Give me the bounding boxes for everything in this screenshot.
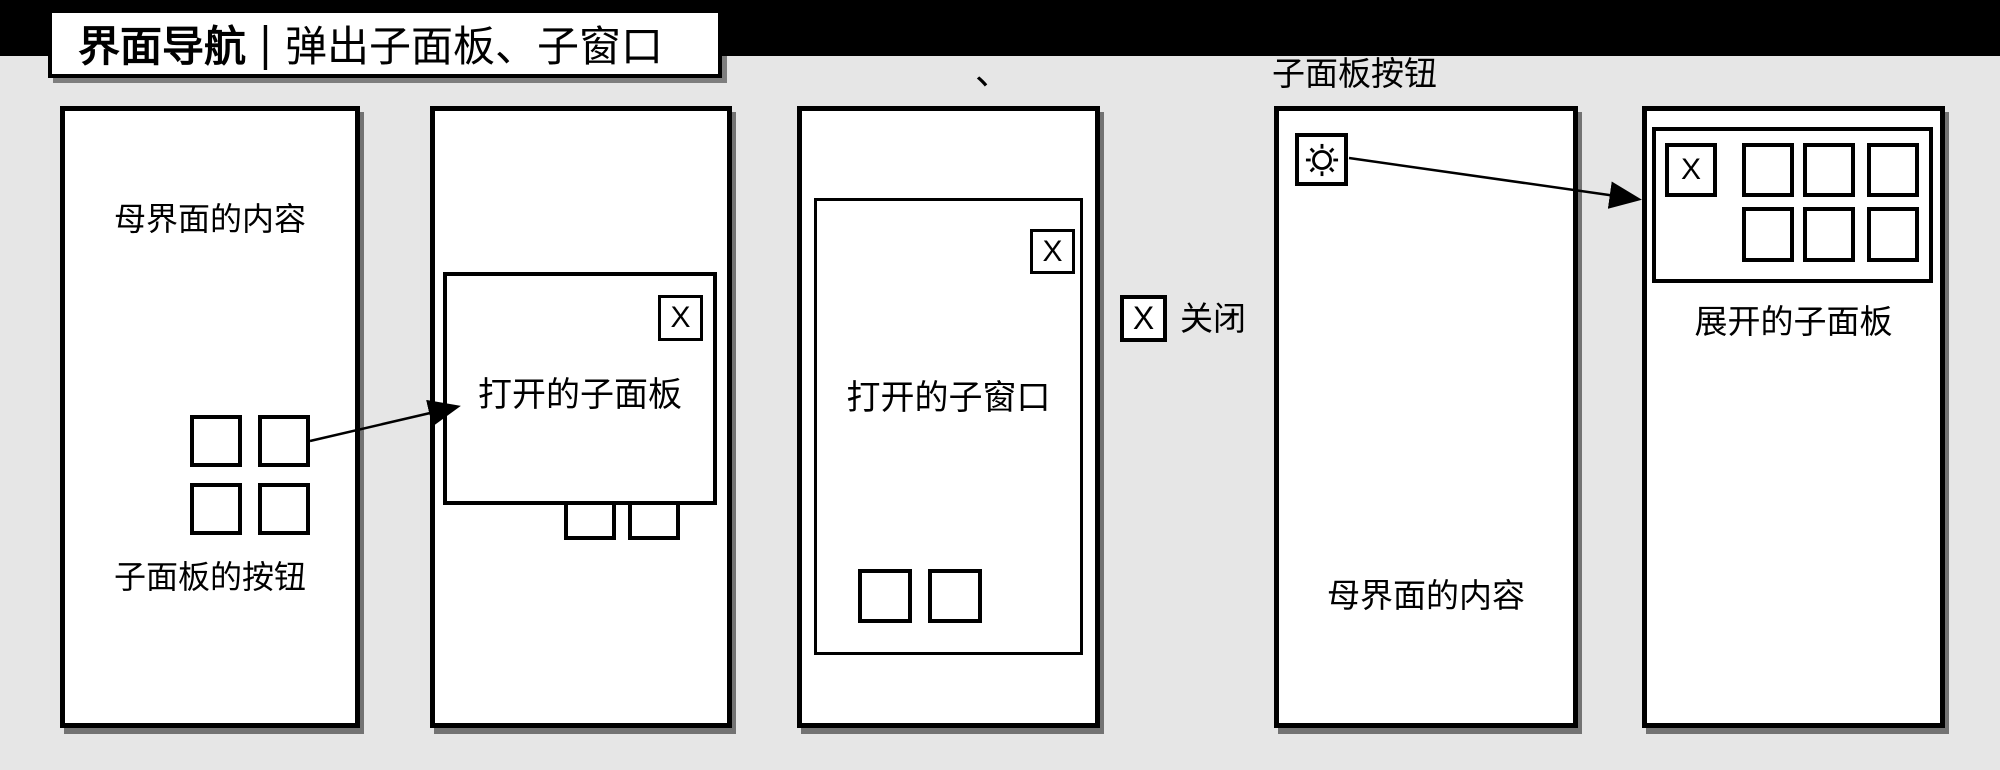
subpanel-popup: X 打开的子面板 xyxy=(443,272,717,505)
subpanel-buttons-caption: 子面板的按钮 xyxy=(113,559,306,595)
title-separator: | xyxy=(260,15,271,70)
expanded-panel-close-x: X xyxy=(1680,153,1701,186)
title-box: 界面导航 | 弹出子面板、子窗口 xyxy=(48,9,722,78)
subpanel-grid-button-4[interactable] xyxy=(258,483,310,535)
subpanel-grid-button-3[interactable] xyxy=(190,483,242,535)
panel-grid-button-2[interactable] xyxy=(1803,143,1855,197)
phone-frame-panel-button: 母界面的内容 xyxy=(1274,106,1578,728)
subwindow-button-1[interactable] xyxy=(858,569,912,623)
expanded-panel-close-button[interactable]: X xyxy=(1665,143,1717,197)
parent-content-label: 母界面的内容 xyxy=(113,201,306,237)
close-legend-x: X xyxy=(1132,300,1155,336)
subwindow-close-x: X xyxy=(1042,234,1063,268)
subpanel-grid-button-2[interactable] xyxy=(258,415,310,467)
close-legend-x-box: X xyxy=(1120,295,1167,342)
subpanel-grid-button-1[interactable] xyxy=(190,415,242,467)
expanded-panel: X xyxy=(1652,127,1933,283)
page-subtitle: 弹出子面板、子窗口 xyxy=(284,23,663,70)
page-title: 界面导航 xyxy=(78,23,247,70)
panel-grid-button-1[interactable] xyxy=(1742,143,1794,197)
panel-grid-button-4[interactable] xyxy=(1742,207,1794,262)
subpanel-close-x: X xyxy=(670,301,691,334)
phone-frame-parent-screen: 母界面的内容 子面板的按钮 xyxy=(60,106,360,728)
stray-comma-annotation: 、 xyxy=(975,51,1012,92)
expanded-panel-caption: 展开的子面板 xyxy=(1694,303,1893,340)
panel-toggle-button[interactable] xyxy=(1295,133,1348,186)
subpanel-button-annotation: 子面板按钮 xyxy=(1272,55,1437,92)
panel-grid-button-5[interactable] xyxy=(1803,207,1855,262)
subpanel-close-button[interactable]: X xyxy=(658,295,703,341)
phone-frame-subpanel-open: X 打开的子面板 xyxy=(430,106,732,728)
subwindow-title: 打开的子窗口 xyxy=(846,379,1051,417)
subwindow-close-button[interactable]: X xyxy=(1030,229,1075,274)
subwindow-button-2[interactable] xyxy=(928,569,982,623)
gear-icon xyxy=(1305,143,1338,176)
parent-content-label-2: 母界面的内容 xyxy=(1327,577,1525,614)
subpanel-title: 打开的子面板 xyxy=(478,376,682,414)
panel-grid-button-3[interactable] xyxy=(1867,143,1919,197)
panel-grid-button-6[interactable] xyxy=(1867,207,1919,262)
phone-frame-panel-expanded: X 展开的子面板 xyxy=(1642,106,1945,728)
phone-frame-subwindow-open: X 打开的子窗口 xyxy=(797,106,1100,728)
subwindow: X 打开的子窗口 xyxy=(814,198,1083,655)
close-legend-label: 关闭 xyxy=(1180,300,1246,337)
